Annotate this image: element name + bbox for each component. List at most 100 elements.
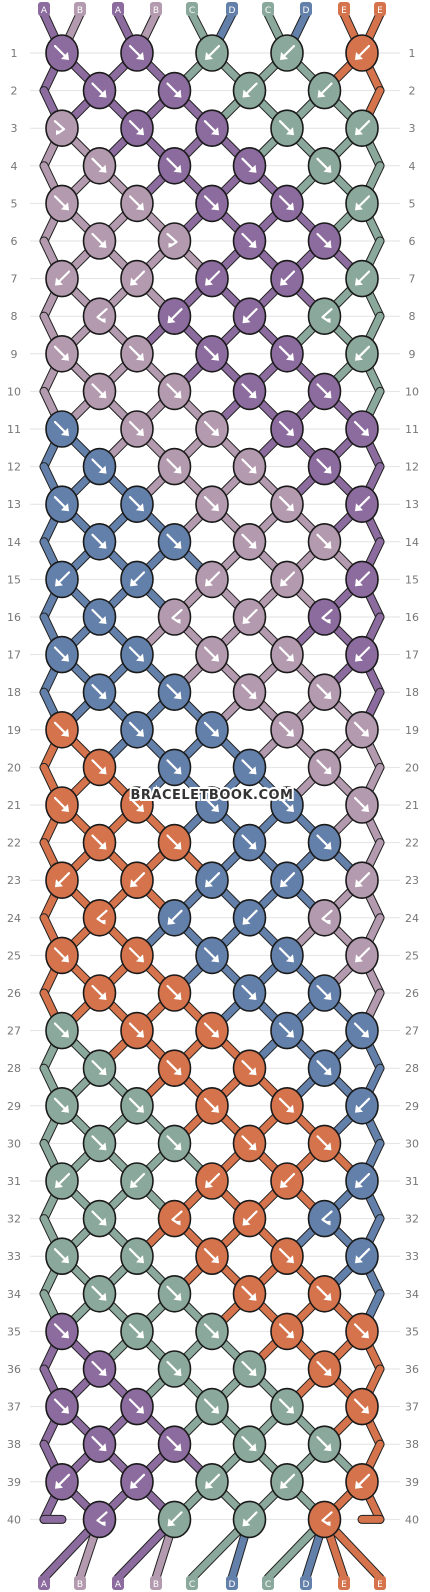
knot (232, 447, 267, 486)
knot (307, 522, 342, 561)
knot (45, 334, 79, 373)
knot-direction-arrow-icon (166, 458, 182, 474)
knot-direction-arrow-icon (316, 458, 332, 474)
row-number-right: 19 (405, 724, 419, 737)
knot (157, 1350, 192, 1388)
knot-direction-arrow-icon (53, 646, 69, 662)
knot-direction-arrow-icon (242, 909, 258, 925)
row-number-right: 10 (405, 385, 419, 398)
knot (345, 1011, 379, 1050)
knot-direction-arrow-icon (316, 383, 332, 399)
knot (270, 710, 304, 749)
row-number-right: 5 (409, 197, 416, 210)
knot (270, 936, 304, 975)
knot-direction-arrow-icon (278, 1248, 294, 1264)
knot (270, 184, 304, 223)
row-number-left: 5 (11, 197, 18, 210)
row-number-left: 30 (7, 1137, 21, 1150)
row-number-left: 17 (7, 649, 21, 662)
knot (45, 1162, 79, 1200)
knot-direction-arrow-icon (355, 1172, 371, 1188)
knot-direction-arrow-icon (205, 1473, 221, 1489)
knot (45, 485, 79, 524)
knot (120, 184, 154, 223)
knot (82, 748, 117, 787)
knot (345, 710, 379, 749)
knot-direction-arrow-icon (96, 909, 108, 925)
row-number-right: 15 (405, 573, 419, 586)
strand-letter-top: C (265, 6, 271, 16)
knot-direction-arrow-icon (166, 1285, 182, 1301)
knot (120, 1011, 154, 1050)
knot (157, 1425, 192, 1463)
strand-letter-top: A (115, 6, 122, 16)
knot (232, 1350, 267, 1388)
knot (82, 447, 117, 486)
knot-direction-arrow-icon (355, 1097, 371, 1113)
knot-direction-arrow-icon (316, 684, 332, 700)
knot (270, 1162, 304, 1200)
knot-direction-arrow-icon (321, 909, 333, 925)
knot (45, 710, 79, 749)
knot-direction-arrow-icon (166, 759, 182, 775)
row-number-right: 16 (405, 611, 419, 624)
knot (45, 259, 79, 298)
knot-direction-arrow-icon (242, 1210, 258, 1226)
knot-direction-arrow-icon (316, 232, 332, 248)
strand-letter-top: E (377, 6, 383, 16)
strand-letter-bottom: D (229, 1580, 236, 1590)
knot (195, 861, 229, 900)
knot-direction-arrow-icon (203, 195, 219, 211)
knot-direction-arrow-icon (278, 345, 294, 361)
knot (345, 1162, 379, 1200)
knot (232, 222, 267, 260)
strand-letter-bottom: B (153, 1580, 159, 1590)
row-number-left: 3 (11, 122, 18, 135)
row-number-left: 21 (7, 799, 21, 812)
strand-letter-bottom: C (189, 1580, 195, 1590)
knot-direction-arrow-icon (316, 1060, 332, 1076)
knot-direction-arrow-icon (53, 420, 69, 436)
knot-direction-arrow-icon (321, 608, 333, 624)
knot-direction-arrow-icon (91, 1285, 107, 1301)
row-number-right: 17 (405, 649, 419, 662)
knot (307, 598, 342, 636)
knot-direction-arrow-icon (128, 796, 144, 812)
knot-direction-arrow-icon (203, 947, 219, 963)
knot-direction-arrow-icon (278, 420, 294, 436)
knot (195, 334, 229, 373)
knot-direction-arrow-icon (355, 646, 371, 662)
knot (345, 1087, 379, 1125)
knot (195, 1463, 229, 1501)
watermark-halo: BRACELETBOOK.COM (131, 788, 294, 803)
strand-letter-bottom: A (41, 1580, 48, 1590)
knot-direction-arrow-icon (321, 308, 333, 324)
knot (345, 635, 379, 674)
knot (307, 222, 342, 260)
knot (345, 334, 379, 373)
knot (120, 936, 154, 975)
knot-direction-arrow-icon (203, 496, 219, 512)
knot (307, 974, 342, 1012)
knot (232, 1124, 267, 1163)
knot (307, 898, 342, 937)
knot-direction-arrow-icon (355, 44, 371, 60)
knot-direction-arrow-icon (53, 195, 69, 211)
knot (120, 34, 154, 72)
strand-end-top (338, 2, 350, 16)
knot-direction-arrow-icon (166, 157, 182, 173)
row-number-right: 31 (405, 1175, 419, 1188)
knot-direction-arrow-icon (166, 684, 182, 700)
knot (82, 673, 117, 712)
knot-direction-arrow-icon (91, 1436, 107, 1452)
knot-direction-arrow-icon (53, 44, 69, 60)
knot-direction-arrow-icon (91, 383, 107, 399)
knot (157, 598, 192, 636)
knot (82, 898, 117, 937)
knot-direction-arrow-icon (53, 721, 69, 737)
row-number-right: 21 (405, 799, 419, 812)
knot (270, 1087, 304, 1125)
knot-direction-arrow-icon (128, 721, 144, 737)
knot-direction-arrow-icon (278, 496, 294, 512)
knot (232, 823, 267, 862)
